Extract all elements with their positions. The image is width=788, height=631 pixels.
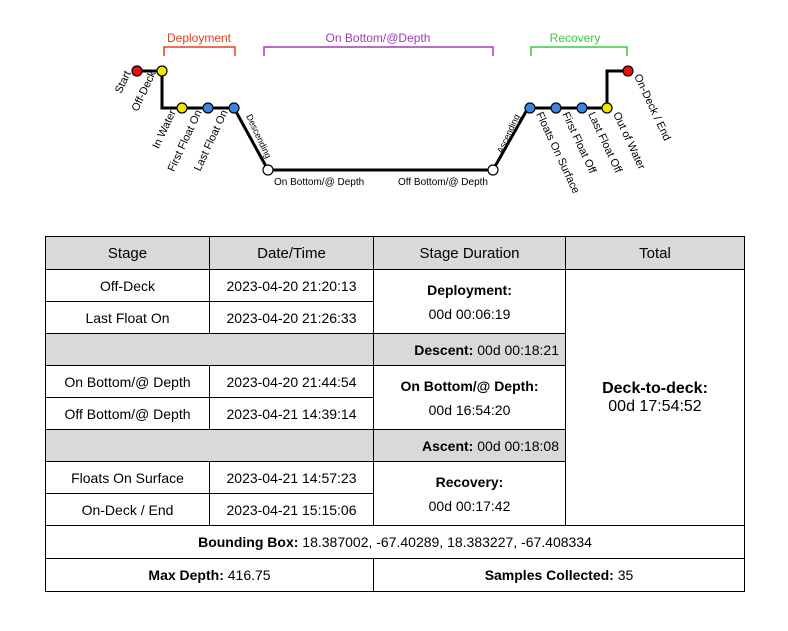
duration-ascent: Ascent: 00d 00:18:08 xyxy=(373,429,566,462)
datetime-cell: 2023-04-21 14:57:23 xyxy=(209,461,374,494)
duration-value: 00d 00:17:42 xyxy=(428,497,511,514)
datetime-cell: 2023-04-20 21:20:13 xyxy=(209,269,374,302)
marker-last-float-off xyxy=(576,102,588,114)
header-stage-duration: Stage Duration xyxy=(373,236,566,270)
samples-collected-cell: Samples Collected: 35 xyxy=(373,558,745,592)
phase-bracket-recovery: Recovery xyxy=(530,31,628,56)
table-row: On-Deck / End 2023-04-21 15:15:06 xyxy=(45,493,745,526)
band-spacer xyxy=(45,429,374,462)
marker-out-of-water xyxy=(601,102,613,114)
deployment-summary-table: Stage Date/Time Stage Duration Total Off… xyxy=(45,236,745,592)
event-label-on-bottom: On Bottom/@ Depth xyxy=(274,177,364,188)
marker-start xyxy=(131,65,143,77)
marker-off-bottom xyxy=(487,164,499,176)
duration-value: 00d 00:06:19 xyxy=(428,305,511,322)
datetime-cell: 2023-04-21 15:15:06 xyxy=(209,493,374,526)
deployment-timeline-diagram: Deployment On Bottom/@Depth Recovery Sta… xyxy=(113,31,673,196)
phase-bracket-on-bottom: On Bottom/@Depth xyxy=(263,31,494,56)
event-label-start: Start xyxy=(113,69,134,95)
stage-cell: Off Bottom/@ Depth xyxy=(45,397,210,430)
duration-label: Ascent: xyxy=(422,437,474,454)
marker-floats-on-surface xyxy=(524,102,536,114)
phase-bracket-deployment: Deployment xyxy=(163,31,236,56)
event-label-on-deck-end: On-Deck / End xyxy=(631,72,672,142)
marker-first-float-on xyxy=(202,102,214,114)
samples-collected-value: 35 xyxy=(617,567,634,583)
stats-row: Max Depth: 416.75 Samples Collected: 35 xyxy=(45,558,745,592)
phase-label-recovery: Recovery xyxy=(550,31,601,45)
duration-value: 00d 00:18:21 xyxy=(477,341,559,358)
stage-cell: On Bottom/@ Depth xyxy=(45,365,210,398)
band-spacer xyxy=(45,333,374,366)
stage-cell: Floats On Surface xyxy=(45,461,210,494)
stage-cell: Off-Deck xyxy=(45,269,210,302)
phase-label-on-bottom: On Bottom/@Depth xyxy=(326,31,431,45)
datetime-cell: 2023-04-20 21:26:33 xyxy=(209,301,374,334)
bounding-box-value: 18.387002, -67.40289, 18.383227, -67.408… xyxy=(302,534,592,550)
table-row: Off-Deck 2023-04-20 21:20:13 Deployment:… xyxy=(45,269,745,526)
marker-last-float-on xyxy=(228,102,240,114)
marker-first-float-off xyxy=(550,102,562,114)
duration-on-bottom: On Bottom/@ Depth: 00d 16:54:20 xyxy=(373,365,566,430)
duration-recovery: Recovery: 00d 00:17:42 xyxy=(373,461,566,526)
duration-deployment: Deployment: 00d 00:06:19 xyxy=(373,269,566,334)
duration-label: Deployment: xyxy=(427,281,512,298)
event-label-off-bottom: Off Bottom/@ Depth xyxy=(398,177,488,188)
total-deck-to-deck: Deck-to-deck: 00d 17:54:52 xyxy=(565,269,745,526)
table-row: Off Bottom/@ Depth 2023-04-21 14:39:14 xyxy=(45,397,745,430)
phase-label-deployment: Deployment xyxy=(167,31,232,45)
duration-value: 00d 00:18:08 xyxy=(477,437,559,454)
stage-cell: On-Deck / End xyxy=(45,493,210,526)
table-row: Floats On Surface 2023-04-21 14:57:23 Re… xyxy=(45,461,745,526)
marker-off-deck xyxy=(156,65,168,77)
header-stage: Stage xyxy=(45,236,210,270)
marker-on-deck-end xyxy=(622,65,634,77)
header-datetime: Date/Time xyxy=(209,236,374,270)
datetime-cell: 2023-04-21 14:39:14 xyxy=(209,397,374,430)
event-label-ascending: Ascending xyxy=(495,113,522,155)
marker-in-water xyxy=(176,102,188,114)
bounding-box-row: Bounding Box: 18.387002, -67.40289, 18.3… xyxy=(45,525,745,559)
max-depth-cell: Max Depth: 416.75 xyxy=(45,558,374,592)
max-depth-value: 416.75 xyxy=(227,567,271,583)
duration-descent: Descent: 00d 00:18:21 xyxy=(373,333,566,366)
header-total: Total xyxy=(565,236,745,270)
duration-label: Descent: xyxy=(414,341,474,358)
duration-label: On Bottom/@ Depth: xyxy=(400,377,539,394)
duration-label: Recovery: xyxy=(435,473,504,490)
marker-on-bottom xyxy=(262,164,274,176)
table-header-row: Stage Date/Time Stage Duration Total xyxy=(45,236,745,270)
event-markers xyxy=(131,65,634,176)
total-value: 00d 17:54:52 xyxy=(608,397,702,415)
bounding-box-label: Bounding Box: xyxy=(198,534,299,550)
bounding-box-cell: Bounding Box: 18.387002, -67.40289, 18.3… xyxy=(45,525,745,559)
duration-value: 00d 16:54:20 xyxy=(428,401,511,418)
max-depth-label: Max Depth: xyxy=(148,567,224,583)
samples-collected-label: Samples Collected: xyxy=(484,567,614,583)
stage-cell: Last Float On xyxy=(45,301,210,334)
total-label: Deck-to-deck: xyxy=(602,379,708,397)
datetime-cell: 2023-04-20 21:44:54 xyxy=(209,365,374,398)
trajectory-line xyxy=(137,69,628,172)
table-row: Last Float On 2023-04-20 21:26:33 xyxy=(45,301,745,334)
event-label-in-water: In Water xyxy=(150,108,178,151)
